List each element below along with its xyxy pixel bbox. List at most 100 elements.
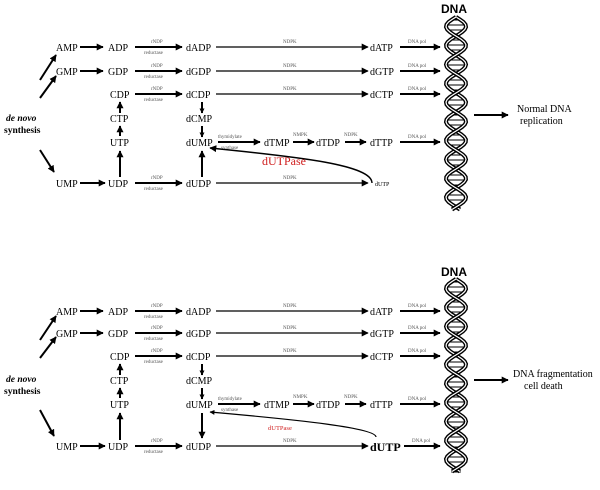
node-gdp-b: GDP bbox=[108, 329, 128, 340]
rndp-label-1-b: rNDP bbox=[151, 304, 163, 309]
reductase-label-4-b: reductase bbox=[144, 450, 164, 455]
node-gmp-b: GMP bbox=[56, 329, 78, 340]
dnapol-label-1-b: DNA pol bbox=[408, 304, 427, 309]
node-dtdp: dTDP bbox=[316, 138, 340, 149]
arrow-denovo-gmp bbox=[39, 75, 57, 99]
arrow-denovo-amp bbox=[39, 54, 57, 81]
node-gdp: GDP bbox=[108, 67, 128, 78]
synthase-label-b: synthase bbox=[221, 408, 239, 413]
de-novo-label: de novo bbox=[6, 114, 37, 124]
arrow-denovo-ump-b bbox=[39, 409, 55, 437]
rndp-label-3-b: rNDP bbox=[151, 349, 163, 354]
dnapol-label-2: DNA pol bbox=[408, 64, 427, 69]
panel-a-normal: de novo synthesis AMP GMP UMP ADP GDP CD… bbox=[4, 2, 572, 212]
dnapol-label-2-b: DNA pol bbox=[408, 326, 427, 331]
node-dgtp-b: dGTP bbox=[370, 329, 394, 340]
node-dump: dUMP bbox=[186, 138, 213, 149]
dnapol-label-1: DNA pol bbox=[408, 40, 427, 45]
node-dgdp-b: dGDP bbox=[186, 329, 211, 340]
reductase-label-3-b: reductase bbox=[144, 360, 164, 365]
rndp-label-2-b: rNDP bbox=[151, 326, 163, 331]
node-amp-b: AMP bbox=[56, 307, 78, 318]
dnapol-label-3: DNA pol bbox=[408, 87, 427, 92]
node-gmp: GMP bbox=[56, 67, 78, 78]
node-ctp: CTP bbox=[110, 114, 129, 125]
node-dtdp-b: dTDP bbox=[316, 400, 340, 411]
thymidylate-label-b: thymidylate bbox=[218, 397, 243, 402]
node-dadp-b: dADP bbox=[186, 307, 211, 318]
node-udp: UDP bbox=[108, 179, 128, 190]
panel-b-dutpase-deficient: de novo synthesis AMP GMP UMP ADP GDP CD… bbox=[4, 265, 593, 474]
arrow-denovo-amp-b bbox=[39, 315, 57, 341]
arrow-denovo-ump bbox=[39, 149, 55, 173]
ndpk-label-4: NDPK bbox=[283, 176, 297, 181]
rndp-label-3: rNDP bbox=[151, 87, 163, 92]
node-dcmp-b: dCMP bbox=[186, 376, 213, 387]
node-dtmp: dTMP bbox=[264, 138, 290, 149]
node-datp-b: dATP bbox=[370, 307, 393, 318]
node-cdp: CDP bbox=[110, 90, 130, 101]
ndpk-label-3: NDPK bbox=[283, 87, 297, 92]
ndpk-label-4-b: NDPK bbox=[283, 439, 297, 444]
ndpk-label-1-b: NDPK bbox=[283, 304, 297, 309]
node-udp-b: UDP bbox=[108, 442, 128, 453]
reductase-label-1-b: reductase bbox=[144, 315, 164, 320]
dnapol-label-4-b: DNA pol bbox=[408, 397, 427, 402]
node-dttp-b: dTTP bbox=[370, 400, 393, 411]
de-novo-label-b: de novo bbox=[6, 375, 37, 385]
synthase-label: synthase bbox=[221, 146, 239, 151]
dutpase-label: dUTPase bbox=[262, 154, 306, 168]
ndpk-label-2-b: NDPK bbox=[283, 326, 297, 331]
node-dudp: dUDP bbox=[186, 179, 211, 190]
ndpk-label-5-b: NDPK bbox=[344, 395, 358, 400]
rndp-label-1: rNDP bbox=[151, 40, 163, 45]
node-dadp: dADP bbox=[186, 43, 211, 54]
outcome-line-2-b: cell death bbox=[524, 381, 563, 392]
rndp-label-2: rNDP bbox=[151, 64, 163, 69]
dna-helix-icon bbox=[443, 15, 469, 212]
node-dudp-b: dUDP bbox=[186, 442, 211, 453]
arrow-denovo-gmp-b bbox=[39, 336, 57, 359]
node-amp: AMP bbox=[56, 43, 78, 54]
node-dcdp: dCDP bbox=[186, 90, 211, 101]
node-dctp: dCTP bbox=[370, 90, 394, 101]
ndpk-label-1: NDPK bbox=[283, 40, 297, 45]
node-ump: UMP bbox=[56, 179, 78, 190]
outcome-line-1: Normal DNA bbox=[517, 104, 572, 115]
dnapol-label-5-b: DNA pol bbox=[412, 439, 431, 444]
node-utp-b: UTP bbox=[110, 400, 129, 411]
dutpase-reaction-curve-b bbox=[209, 409, 377, 438]
node-cdp-b: CDP bbox=[110, 352, 130, 363]
synthesis-label-b: synthesis bbox=[4, 387, 41, 397]
rndp-label-4-b: rNDP bbox=[151, 439, 163, 444]
node-dtmp-b: dTMP bbox=[264, 400, 290, 411]
dna-strand-highlight bbox=[445, 16, 467, 211]
node-dctp-b: dCTP bbox=[370, 352, 394, 363]
ndpk-label-3-b: NDPK bbox=[283, 349, 297, 354]
node-ump-b: UMP bbox=[56, 442, 78, 453]
node-datp: dATP bbox=[370, 43, 393, 54]
outcome-line-1-b: DNA fragmentation bbox=[513, 369, 593, 380]
node-dutp-large-b: dUTP bbox=[370, 440, 401, 454]
dna-title-b: DNA bbox=[441, 265, 467, 279]
ndpk-label-5: NDPK bbox=[344, 133, 358, 138]
dnapol-label-4: DNA pol bbox=[408, 135, 427, 140]
reductase-label-2: reductase bbox=[144, 75, 164, 80]
outcome-line-2: replication bbox=[520, 116, 563, 127]
dna-strand-highlight bbox=[445, 16, 467, 211]
dnapol-label-3-b: DNA pol bbox=[408, 349, 427, 354]
nmpk-label-b: NMPK bbox=[293, 395, 308, 400]
dna-strand-highlight bbox=[445, 278, 467, 473]
node-adp: ADP bbox=[108, 43, 128, 54]
reductase-label-2-b: reductase bbox=[144, 337, 164, 342]
rndp-label-4: rNDP bbox=[151, 176, 163, 181]
nmpk-label: NMPK bbox=[293, 133, 308, 138]
node-dcmp: dCMP bbox=[186, 114, 213, 125]
node-dump-b: dUMP bbox=[186, 400, 213, 411]
ndpk-label-2: NDPK bbox=[283, 64, 297, 69]
reductase-label-3: reductase bbox=[144, 98, 164, 103]
node-dcdp-b: dCDP bbox=[186, 352, 211, 363]
node-utp: UTP bbox=[110, 138, 129, 149]
node-dgdp: dGDP bbox=[186, 67, 211, 78]
